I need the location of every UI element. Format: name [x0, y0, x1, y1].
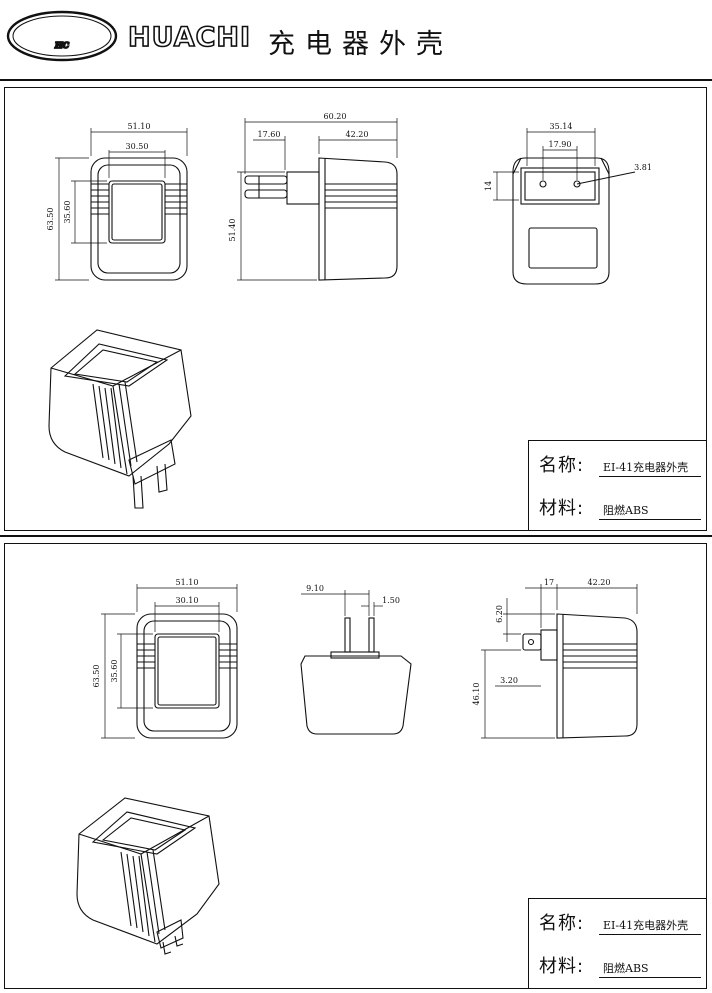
dim-side-total-width: 60.20: [324, 112, 347, 121]
material-label-2: 材料:: [539, 956, 585, 977]
dim-front-outer-width: 51.10: [128, 122, 151, 131]
company-logo: HC: [6, 10, 118, 66]
dim-side-body-width: 42.20: [346, 130, 369, 139]
dim-side-pin-offset-top: 6.20: [495, 605, 504, 623]
dim-front-window-height: 35.60: [63, 201, 72, 224]
dim-pin-thickness: 1.50: [382, 596, 400, 605]
dim-front-outer-height: 63.50: [46, 208, 55, 231]
name-value: EI-41充电器外壳: [599, 459, 701, 477]
dim-pin-spacing: 9.10: [306, 584, 324, 593]
title-block-name-row: 名称: EI-41充电器外壳: [539, 453, 701, 483]
side-view: [237, 118, 398, 281]
name-label-2: 名称:: [539, 913, 585, 934]
dim-back-width: 35.14: [550, 122, 573, 131]
logo-text: HC: [54, 40, 70, 50]
title-block-material-row-2: 材料: 阻燃ABS: [539, 954, 701, 984]
dim-front-outer-width-2: 51.10: [176, 578, 199, 587]
dim-side-body-height: 51.40: [228, 219, 237, 242]
dim-front-window-height-2: 35.60: [110, 660, 119, 683]
name-label: 名称:: [539, 455, 585, 476]
material-label: 材料:: [539, 498, 585, 519]
dim-front-outer-height-2: 63.50: [92, 665, 101, 688]
title-block-name-row-2: 名称: EI-41充电器外壳: [539, 911, 701, 941]
material-value-2: 阻燃ABS: [599, 960, 701, 978]
panel-divider: [0, 535, 712, 537]
dim-side-body-height-2: 46.10: [472, 683, 481, 706]
pin-view: [300, 590, 412, 735]
dim-front-window-width-2: 30.10: [176, 596, 199, 605]
dim-back-socket-height: 14: [484, 181, 493, 191]
title-block-2: 名称: EI-41充电器外壳 材料: 阻燃ABS: [528, 898, 706, 988]
back-view: [493, 128, 636, 285]
header-rule: [0, 79, 712, 81]
dim-side-pin-length-2: 17: [544, 578, 554, 587]
isometric-view-2: [76, 797, 220, 955]
name-value-2: EI-41充电器外壳: [599, 917, 701, 935]
brand-name: HUACHI: [127, 21, 252, 54]
dim-back-pin-diameter: 3.81: [634, 163, 652, 172]
title-block: 名称: EI-41充电器外壳 材料: 阻燃ABS: [528, 440, 706, 530]
side-view-2: [481, 584, 638, 739]
dim-back-pin-spacing: 17.90: [549, 140, 572, 149]
page-header: HC HUACHI 充电器外壳: [0, 0, 712, 80]
dim-side-pin-length: 17.60: [258, 130, 281, 139]
title-block-material-row: 材料: 阻燃ABS: [539, 496, 701, 526]
isometric-view: [48, 329, 192, 509]
material-value: 阻燃ABS: [599, 502, 701, 520]
front-view-2: [101, 584, 238, 739]
dim-side-body-width-2: 42.20: [588, 578, 611, 587]
dim-front-window-width: 30.50: [126, 142, 149, 151]
drawing-panel-us-plug: 51.10 30.10 63.50 35.60 9.10 1.50 17 42.…: [4, 543, 707, 989]
front-view: [55, 128, 188, 281]
drawing-panel-eu-plug: 51.10 30.50 63.50 35.60 60.20 17.60 42.2…: [4, 87, 707, 531]
dim-side-pin-width: 3.20: [500, 676, 518, 685]
product-title: 充电器外壳: [268, 29, 453, 60]
